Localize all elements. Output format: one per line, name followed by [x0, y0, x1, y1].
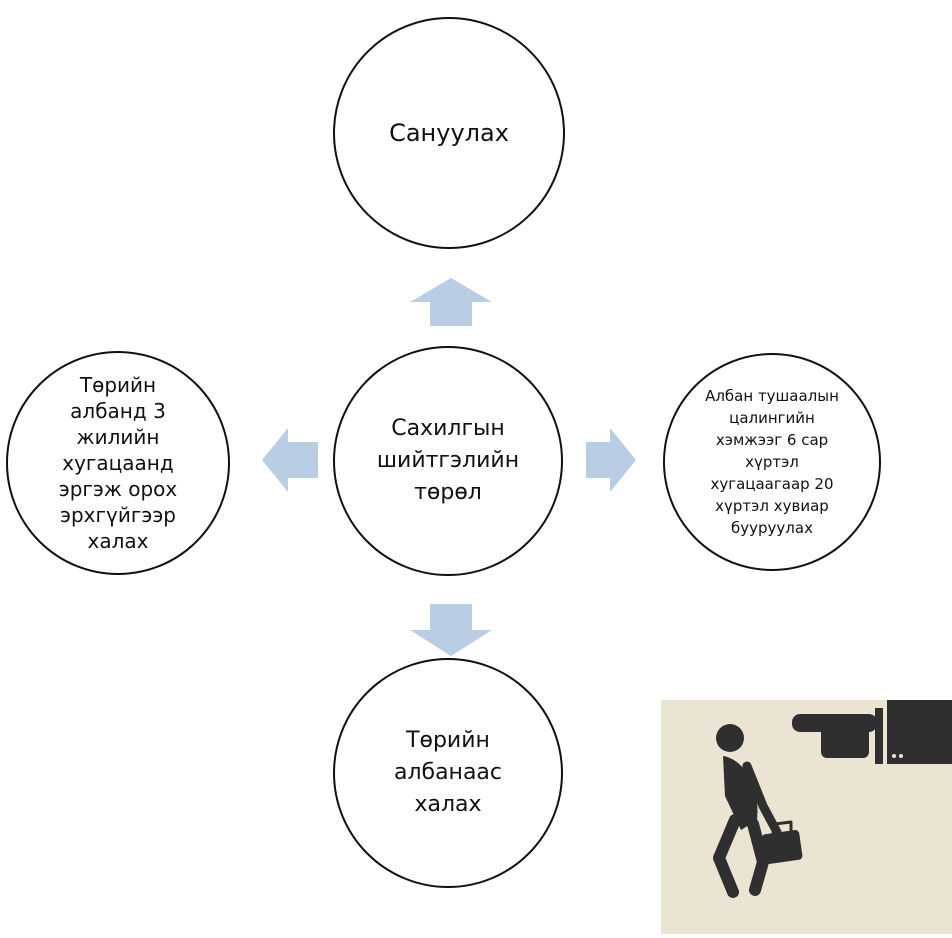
arrow-right-icon: [586, 428, 636, 492]
node-top: Сануулах: [333, 17, 565, 249]
dismissal-illustration: [661, 700, 952, 934]
arrow-left-icon: [262, 428, 318, 492]
pointing-hand-icon: [792, 700, 952, 764]
node-right: Албан тушаалын цалингийн хэмжээг 6 сар х…: [663, 353, 881, 571]
illustration-graphic: [713, 700, 952, 898]
node-center-label: Сахилгын шийтгэлийн төрөл: [376, 416, 520, 505]
arrow-down-icon: [410, 604, 492, 656]
arrow-up-icon: [410, 278, 492, 326]
node-bottom: Төрийн албанаас халах: [333, 658, 563, 888]
node-left: Төрийн албанд 3 жилийн хугацаанд эргэж о…: [6, 351, 230, 575]
node-bottom-label: Төрийн албанаас халах: [393, 728, 503, 817]
node-center: Сахилгын шийтгэлийн төрөл: [333, 346, 563, 576]
node-top-label: Сануулах: [389, 119, 509, 147]
walking-man-with-briefcase-icon: [713, 724, 803, 898]
node-left-label: Төрийн албанд 3 жилийн хугацаанд эргэж о…: [58, 373, 178, 553]
node-right-label: Албан тушаалын цалингийн хэмжээг 6 сар х…: [705, 387, 839, 537]
